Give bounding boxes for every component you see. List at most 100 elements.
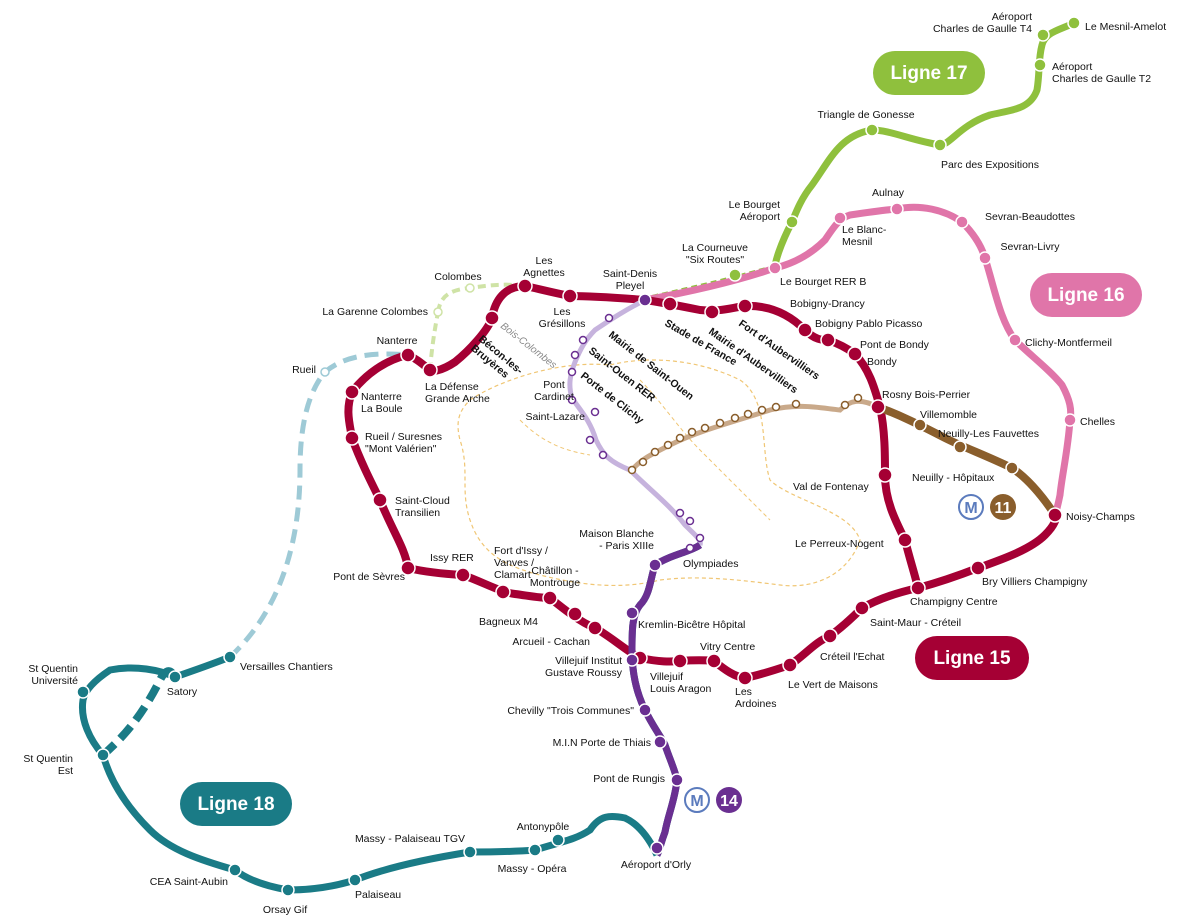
station-dot[interactable] bbox=[662, 296, 678, 312]
station-dot[interactable] bbox=[638, 457, 648, 467]
station-dot[interactable] bbox=[465, 283, 475, 293]
station-dot[interactable] bbox=[344, 384, 360, 400]
station-dot[interactable] bbox=[854, 600, 870, 616]
station-dot[interactable] bbox=[897, 532, 913, 548]
station-dot[interactable] bbox=[840, 400, 850, 410]
station-dot[interactable] bbox=[820, 332, 836, 348]
station-dot[interactable] bbox=[737, 670, 753, 686]
station-dot[interactable] bbox=[567, 367, 577, 377]
station-dot[interactable] bbox=[76, 685, 90, 699]
station-dot[interactable] bbox=[281, 883, 295, 897]
station-dot[interactable] bbox=[670, 773, 684, 787]
station-dot[interactable] bbox=[822, 628, 838, 644]
station-dot[interactable] bbox=[604, 313, 614, 323]
station-dot[interactable] bbox=[685, 543, 695, 553]
station-dot[interactable] bbox=[791, 399, 801, 409]
station-dot[interactable] bbox=[1036, 28, 1050, 42]
station-dot[interactable] bbox=[653, 735, 667, 749]
station-dot[interactable] bbox=[728, 268, 742, 282]
station-dot[interactable] bbox=[400, 560, 416, 576]
station-dot[interactable] bbox=[970, 560, 986, 576]
station-dot[interactable] bbox=[551, 833, 565, 847]
station-dot[interactable] bbox=[517, 278, 533, 294]
station-dot[interactable] bbox=[625, 606, 639, 620]
station-dot[interactable] bbox=[585, 435, 595, 445]
station-dot[interactable] bbox=[737, 298, 753, 314]
station-dot[interactable] bbox=[695, 533, 705, 543]
station-dot[interactable] bbox=[96, 748, 110, 762]
station-dot[interactable] bbox=[590, 407, 600, 417]
station-dot[interactable] bbox=[877, 467, 893, 483]
station-dot[interactable] bbox=[650, 841, 664, 855]
station-dot[interactable] bbox=[344, 430, 360, 446]
station-dot[interactable] bbox=[663, 440, 673, 450]
station-dot[interactable] bbox=[743, 409, 753, 419]
station-dot[interactable] bbox=[782, 657, 798, 673]
station-dot[interactable] bbox=[913, 418, 927, 432]
station-dot[interactable] bbox=[768, 261, 782, 275]
station-dot[interactable] bbox=[933, 138, 947, 152]
station-dot[interactable] bbox=[570, 350, 580, 360]
metro-11-circle bbox=[990, 494, 1016, 520]
station-dot[interactable] bbox=[687, 427, 697, 437]
station-dot[interactable] bbox=[1008, 333, 1022, 347]
station-dot[interactable] bbox=[685, 516, 695, 526]
station-dot[interactable] bbox=[1067, 16, 1081, 30]
station-dot[interactable] bbox=[372, 492, 388, 508]
saint-denis-pleyel-hub[interactable] bbox=[638, 293, 652, 307]
station-dot[interactable] bbox=[495, 584, 511, 600]
station-dot[interactable] bbox=[567, 606, 583, 622]
station-dot[interactable] bbox=[910, 580, 926, 596]
station-dot[interactable] bbox=[433, 307, 443, 317]
station-dot[interactable] bbox=[675, 508, 685, 518]
station-dot[interactable] bbox=[587, 620, 603, 636]
station-dot[interactable] bbox=[625, 653, 639, 667]
station-dot[interactable] bbox=[638, 703, 652, 717]
station-dot[interactable] bbox=[578, 335, 588, 345]
station-dot[interactable] bbox=[955, 215, 969, 229]
station-dot[interactable] bbox=[463, 845, 477, 859]
station-dot[interactable] bbox=[1005, 461, 1019, 475]
station-dot[interactable] bbox=[700, 423, 710, 433]
station-dot[interactable] bbox=[348, 873, 362, 887]
line-18-extension bbox=[228, 351, 409, 659]
station-dot[interactable] bbox=[833, 211, 847, 225]
station-dot[interactable] bbox=[1033, 58, 1047, 72]
station-dot[interactable] bbox=[422, 362, 438, 378]
station-dot[interactable] bbox=[484, 310, 500, 326]
station-dot[interactable] bbox=[562, 288, 578, 304]
station-dot[interactable] bbox=[847, 346, 863, 362]
station-dot[interactable] bbox=[797, 322, 813, 338]
station-dot[interactable] bbox=[223, 650, 237, 664]
station-dot[interactable] bbox=[650, 447, 660, 457]
station-dot[interactable] bbox=[542, 590, 558, 606]
station-dot[interactable] bbox=[400, 347, 416, 363]
station-dot[interactable] bbox=[757, 405, 767, 415]
station-dot[interactable] bbox=[675, 433, 685, 443]
station-dot[interactable] bbox=[648, 558, 662, 572]
station-dot[interactable] bbox=[953, 440, 967, 454]
station-dot[interactable] bbox=[890, 202, 904, 216]
station-dot[interactable] bbox=[853, 393, 863, 403]
station-dot[interactable] bbox=[598, 450, 608, 460]
station-dot[interactable] bbox=[455, 567, 471, 583]
station-dot[interactable] bbox=[228, 863, 242, 877]
station-dot[interactable] bbox=[706, 653, 722, 669]
station-dot[interactable] bbox=[865, 123, 879, 137]
station-dot[interactable] bbox=[672, 653, 688, 669]
station-dot[interactable] bbox=[870, 399, 886, 415]
station-dot[interactable] bbox=[1047, 507, 1063, 523]
station-dot[interactable] bbox=[627, 465, 637, 475]
station-dot[interactable] bbox=[320, 367, 330, 377]
station-dot[interactable] bbox=[528, 843, 542, 857]
station-dot[interactable] bbox=[704, 304, 720, 320]
station-dot[interactable] bbox=[978, 251, 992, 265]
station-dot[interactable] bbox=[168, 670, 182, 684]
station-dot[interactable] bbox=[771, 402, 781, 412]
station-dot[interactable] bbox=[1063, 413, 1077, 427]
station-dot[interactable] bbox=[785, 215, 799, 229]
station-dot[interactable] bbox=[567, 395, 577, 405]
station-dot[interactable] bbox=[730, 413, 740, 423]
station-dot[interactable] bbox=[715, 418, 725, 428]
